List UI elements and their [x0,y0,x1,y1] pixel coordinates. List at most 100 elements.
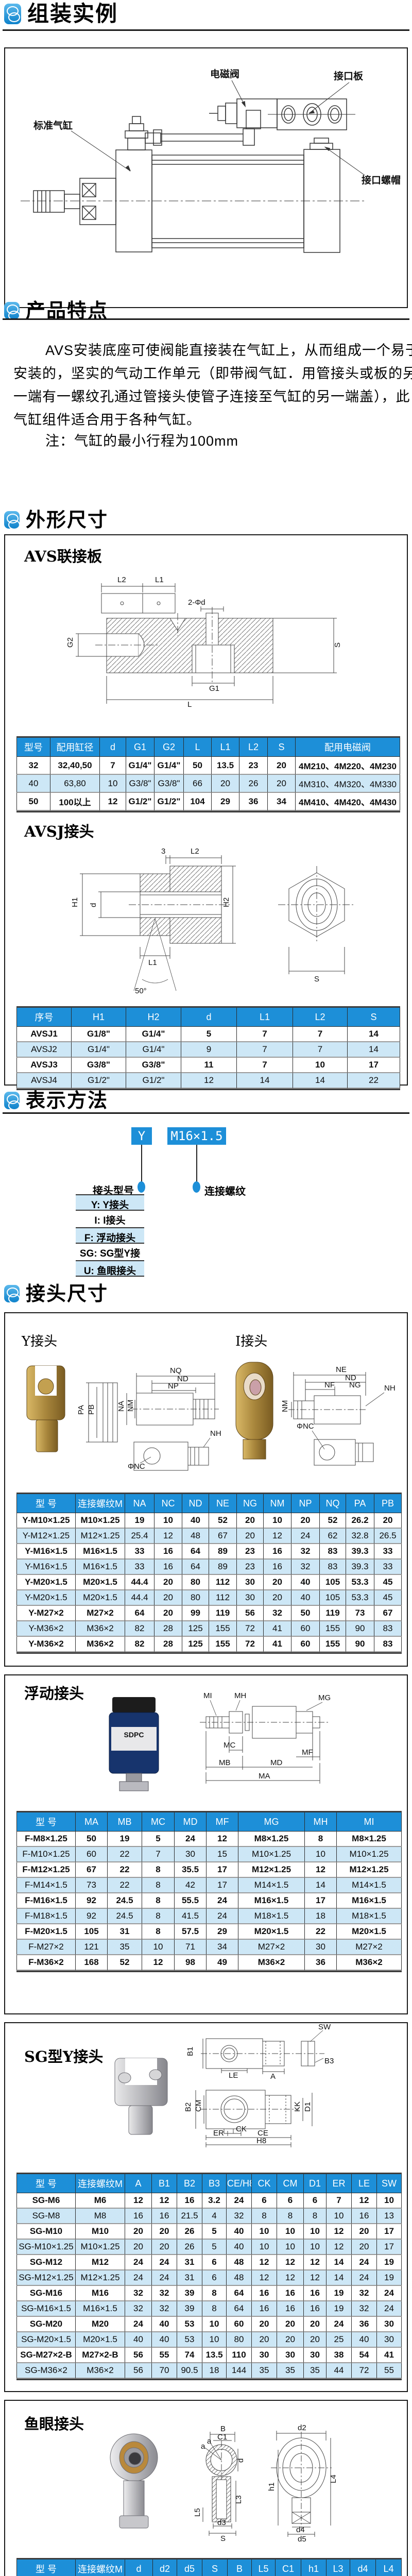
column-header: L1 [211,738,239,757]
table-cell: M12 [75,2255,125,2270]
table-cell: 10 [202,2332,226,2348]
column-header: D1 [303,2174,326,2193]
table-cell: 72 [236,1621,263,1637]
table-cell: Y-M27×2 [16,1606,75,1621]
section-title: 表示方法 [26,1089,109,1112]
table-cell: 50 [183,757,211,775]
table-cell: SG-M27×2-B [16,2348,75,2363]
table-cell: 60 [226,2317,251,2332]
table-cell: 19 [125,1513,154,1529]
float-joint-diagram: SDPC [109,1691,331,1791]
table-cell: 5 [181,1027,236,1042]
dim-label: d2 [298,2424,306,2432]
dim-label: NM [281,1400,289,1412]
table-cell: 72 [236,1637,263,1652]
table-cell: 16 [125,2209,151,2224]
table-cell: 24 [351,2270,376,2286]
table-cell: 35.5 [174,1862,206,1878]
avsj-diagram: 3 L2 H1 d H2 L1 50° S [71,847,355,995]
table-cell: 33 [125,1544,154,1560]
table-cell: 100以上 [50,793,99,811]
brand-icon [4,1285,20,1302]
table-cell: 41 [263,1637,291,1652]
table-cell: 40 [226,2224,251,2240]
table-cell: 83 [319,1544,346,1560]
table-cell: 6 [202,2270,226,2286]
table-cell: 12 [99,793,126,811]
sg-joint-table: 型 号连接螺纹MAB1B2B3CE/H8CKCMD1ERLESWSG-M6M61… [16,2173,402,2380]
table-cell: 33 [125,1560,154,1575]
table-cell: 10 [251,2240,277,2255]
table-cell: 39 [177,2286,202,2301]
table-cell: 125 [182,1621,209,1637]
table-cell: 14 [347,1042,400,1058]
table-cell: 80 [226,2332,251,2348]
column-header: 型 号 [16,2174,75,2193]
table-cell: M16 [75,2286,125,2301]
dim-label: D1 [303,2102,312,2112]
table-cell: 52 [319,1513,346,1529]
table-cell: 16 [177,2193,202,2209]
column-header: PB [374,1494,402,1513]
table-cell: 67 [75,1862,107,1878]
table-cell: 20 [251,2332,277,2348]
table-cell: 40 [125,2332,151,2348]
table-cell: 10 [251,2224,277,2240]
table-cell: SG-M12 [16,2255,75,2270]
table-cell: 26.2 [346,1513,374,1529]
column-header: SW [376,2174,402,2193]
label-standard-cylinder: 标准气缸 [33,120,73,131]
table-cell: 22 [347,1073,400,1089]
table-cell: 39.3 [346,1560,374,1575]
dim-label: NF [324,1381,335,1389]
table-cell: 10 [293,1058,347,1073]
table-cell: 24 [151,2270,177,2286]
float-joint-box: 浮动接头 SDPC [4,1674,408,2014]
dim-label: d3 [217,2518,226,2527]
table-cell: 50 [291,1606,319,1621]
column-header: ND [182,1494,209,1513]
table-cell: G3/8" [154,775,183,793]
dim-label: L3 [234,2495,243,2504]
table-cell: 19 [376,2270,402,2286]
table-cell: F-M10×1.25 [16,1847,75,1862]
column-header: S [267,738,295,757]
table-cell: 23 [239,757,267,775]
table-cell: 12 [125,2193,151,2209]
table-cell: G1/2" [126,793,154,811]
table-cell: 8 [251,2209,277,2224]
dim-label: G1 [209,684,219,693]
table-cell: G1/4" [126,757,154,775]
table-cell: M27×2 [238,1940,304,1955]
table-cell: G1/8" [71,1027,126,1042]
table-cell: Y-M16×1.5 [16,1544,75,1560]
yi-joint-box: Y接头 I接头 [4,1312,408,1667]
section-header-features: 产品特点 [4,301,108,320]
feature-note: 注：气缸的最小行程为100mm [45,433,239,449]
table-cell: 12 [251,2270,277,2286]
subsection-title: 浮动接头 [24,1685,84,1702]
table-cell: 9 [181,1042,236,1058]
table-cell: 20 [277,2332,303,2348]
subsection-title: AVSJ接头 [24,823,94,840]
table-cell: 28 [154,1637,182,1652]
table-cell: 35 [251,2363,277,2379]
dim-label: PA [77,1405,85,1415]
brand-icon [4,511,20,529]
table-cell: 17 [206,1878,238,1893]
column-header: MF [206,1812,238,1832]
table-cell: M18×1.5 [336,1909,402,1924]
table-cell: 16 [303,2301,326,2317]
